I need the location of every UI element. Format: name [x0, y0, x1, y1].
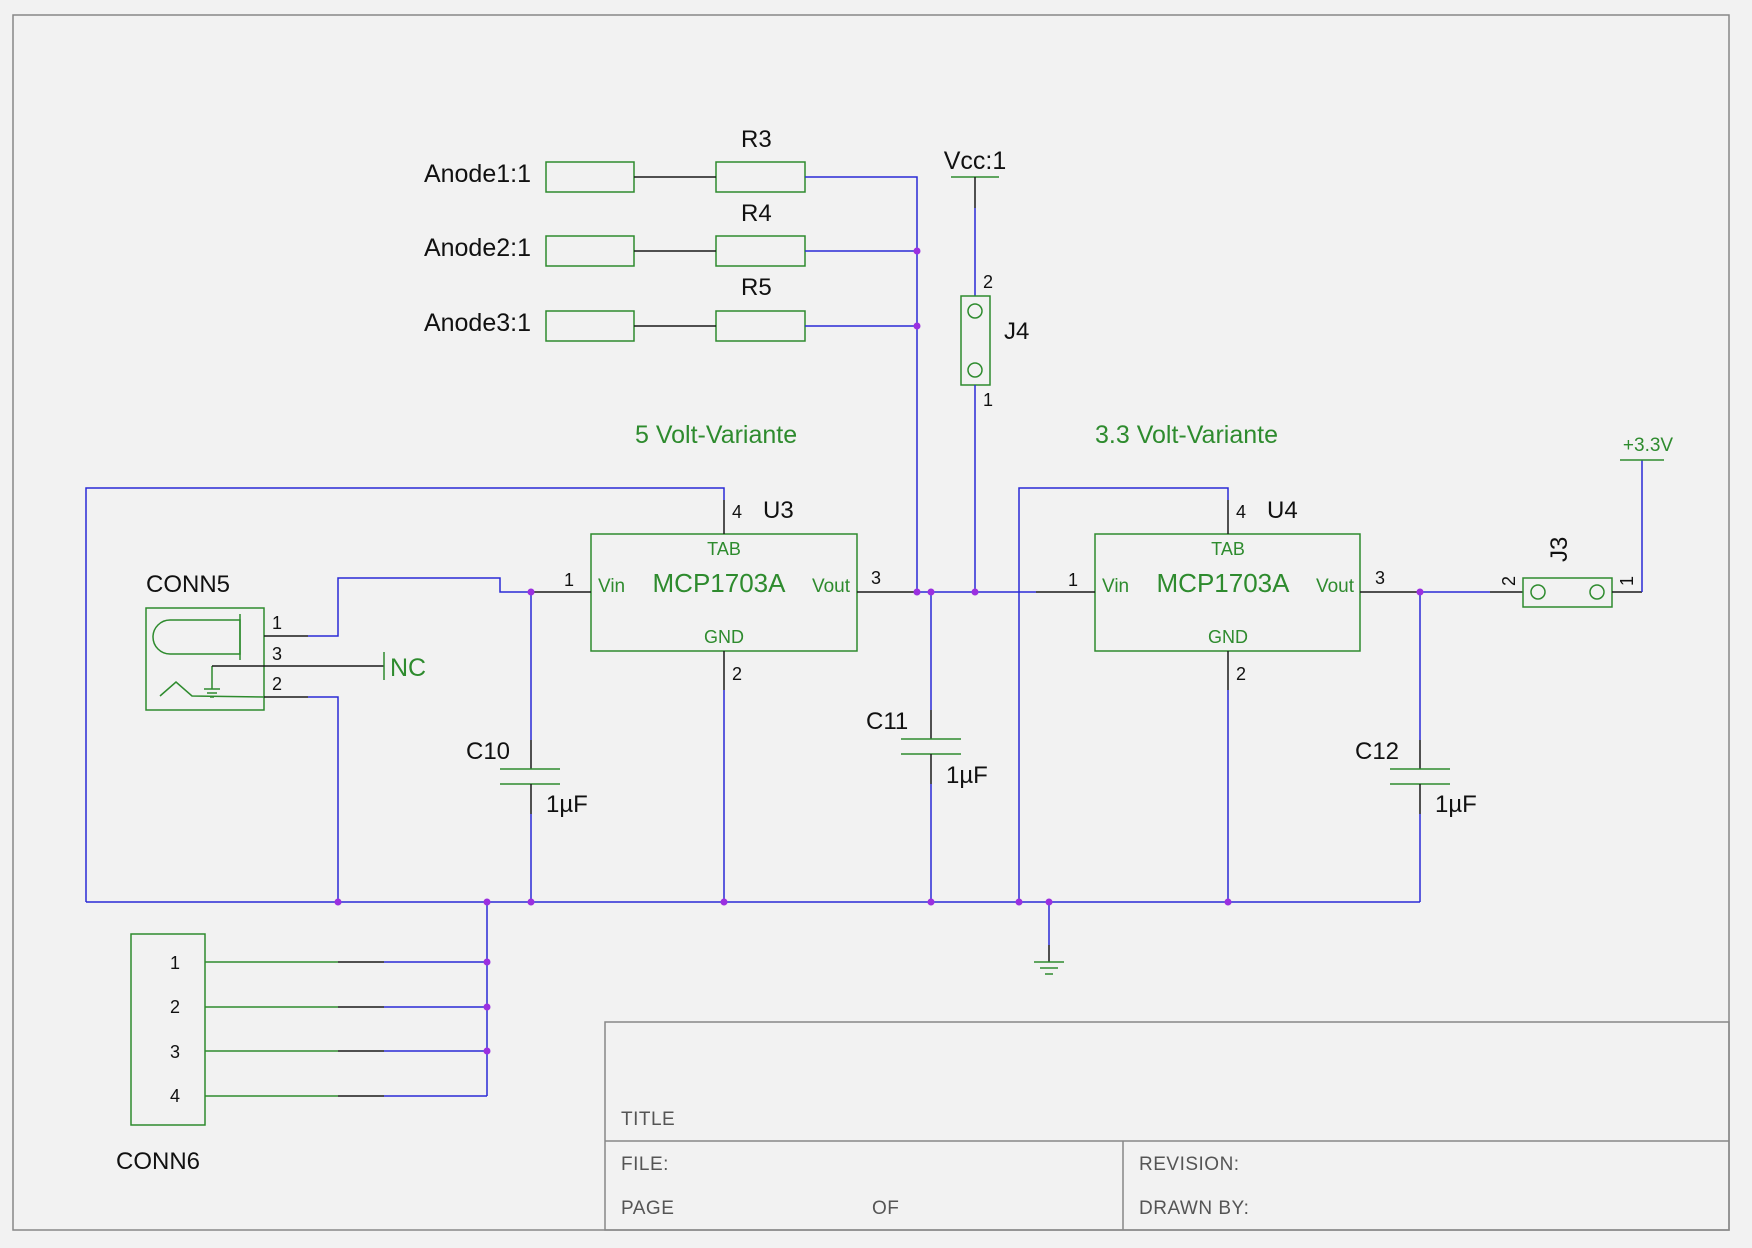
- c12-ref: C12: [1355, 738, 1399, 765]
- tb-drawn-by: DRAWN BY:: [1139, 1198, 1249, 1219]
- sheet-frame: [12, 14, 1730, 1231]
- tb-of: OF: [872, 1198, 899, 1219]
- title-block: TITLE FILE: PAGE OF REVISION: DRAWN BY:: [604, 1021, 1730, 1231]
- power-3v3-label: +3.3V: [1623, 435, 1674, 456]
- j3-pin-left: 2: [1499, 576, 1519, 586]
- conn5-pin3: 3: [272, 644, 282, 664]
- u4-n1: 1: [1068, 570, 1078, 590]
- u3-n3: 3: [871, 568, 881, 588]
- resistor-r5[interactable]: [715, 310, 806, 342]
- c11-ref: C11: [866, 708, 908, 735]
- conn5-pin2: 2: [272, 674, 282, 694]
- anode3-label: Anode3:1: [424, 309, 531, 337]
- note-5v-variant: 5 Volt-Variante: [635, 421, 797, 449]
- capacitor-c12[interactable]: C12 1µF: [1355, 592, 1477, 902]
- resistor-r3[interactable]: [715, 161, 806, 193]
- u4-n2: 2: [1236, 664, 1246, 684]
- connector-conn5[interactable]: CONN5 1 3 2 NC: [145, 571, 426, 711]
- u4-gnd: GND: [1208, 627, 1248, 647]
- j3-ref: J3: [1546, 537, 1573, 562]
- conn6-pin4: 4: [170, 1086, 180, 1106]
- conn5-pin1: 1: [272, 613, 282, 633]
- resistor-network: Anode1:1 Anode2:1 Anode3:1 R3 R4 R5: [424, 126, 921, 592]
- conn6-pin1: 1: [170, 953, 180, 973]
- c10-value: 1µF: [546, 791, 588, 818]
- conn6-pin2: 2: [170, 997, 180, 1017]
- tb-title: TITLE: [621, 1109, 675, 1130]
- tb-page: PAGE: [621, 1198, 674, 1219]
- tb-revision: REVISION:: [1139, 1154, 1240, 1175]
- ground-symbol: [1034, 961, 1064, 975]
- vcc-label: Vcc:1: [944, 147, 1007, 175]
- j4-pin-bottom: 1: [983, 390, 993, 410]
- j4-pin-top: 2: [983, 272, 993, 292]
- u4-n3: 3: [1375, 568, 1385, 588]
- u4-part: MCP1703A: [1157, 568, 1291, 598]
- r5-ref: R5: [741, 274, 772, 301]
- anode2-label: Anode2:1: [424, 234, 531, 262]
- connector-conn6[interactable]: 1 2 3 4 CONN6: [116, 933, 491, 1175]
- regulator-u3[interactable]: TAB Vin MCP1703A Vout GND U3 4 1 3 2: [533, 497, 917, 690]
- resistor-r4[interactable]: [715, 235, 806, 267]
- u3-part: MCP1703A: [653, 568, 787, 598]
- c11-value: 1µF: [946, 762, 988, 789]
- c12-value: 1µF: [1435, 791, 1477, 818]
- u3-vin: Vin: [598, 576, 625, 597]
- j3-pin-right: 1: [1617, 576, 1637, 586]
- u4-vout: Vout: [1316, 576, 1355, 597]
- nc-label: NC: [390, 654, 426, 682]
- jumper-j3[interactable]: J3 2 1: [1499, 460, 1643, 608]
- conn6-ref: CONN6: [116, 1148, 200, 1175]
- regulator-u4[interactable]: TAB Vin MCP1703A Vout GND U4 4 1 3 2: [1036, 497, 1420, 690]
- r3-ref: R3: [741, 126, 772, 153]
- capacitor-c11[interactable]: C11 1µF: [866, 592, 988, 902]
- anode1-label: Anode1:1: [424, 160, 531, 188]
- u3-n4: 4: [732, 502, 742, 522]
- tb-file: FILE:: [621, 1154, 669, 1175]
- u4-vin: Vin: [1102, 576, 1129, 597]
- u3-vout: Vout: [812, 576, 851, 597]
- power-3v3-symbol: +3.3V: [1620, 435, 1674, 461]
- u4-tab: TAB: [1211, 539, 1245, 559]
- u4-n4: 4: [1236, 502, 1246, 522]
- conn6-pin3: 3: [170, 1042, 180, 1062]
- j4-ref: J4: [1004, 318, 1029, 345]
- u3-gnd: GND: [704, 627, 744, 647]
- u3-ref: U3: [763, 497, 794, 524]
- u3-tab: TAB: [707, 539, 741, 559]
- capacitor-c10[interactable]: C10 1µF: [466, 592, 588, 902]
- conn5-ref: CONN5: [146, 571, 230, 598]
- jumper-j4[interactable]: [960, 295, 991, 386]
- wires: [85, 487, 1523, 1096]
- u3-n2: 2: [732, 664, 742, 684]
- note-3v3-variant: 3.3 Volt-Variante: [1095, 421, 1278, 449]
- u4-ref: U4: [1267, 497, 1298, 524]
- u3-n1: 1: [564, 570, 574, 590]
- c10-ref: C10: [466, 738, 510, 765]
- r4-ref: R4: [741, 200, 772, 227]
- vcc-jumper-j4: Vcc:1 2 1 J4: [944, 147, 1029, 592]
